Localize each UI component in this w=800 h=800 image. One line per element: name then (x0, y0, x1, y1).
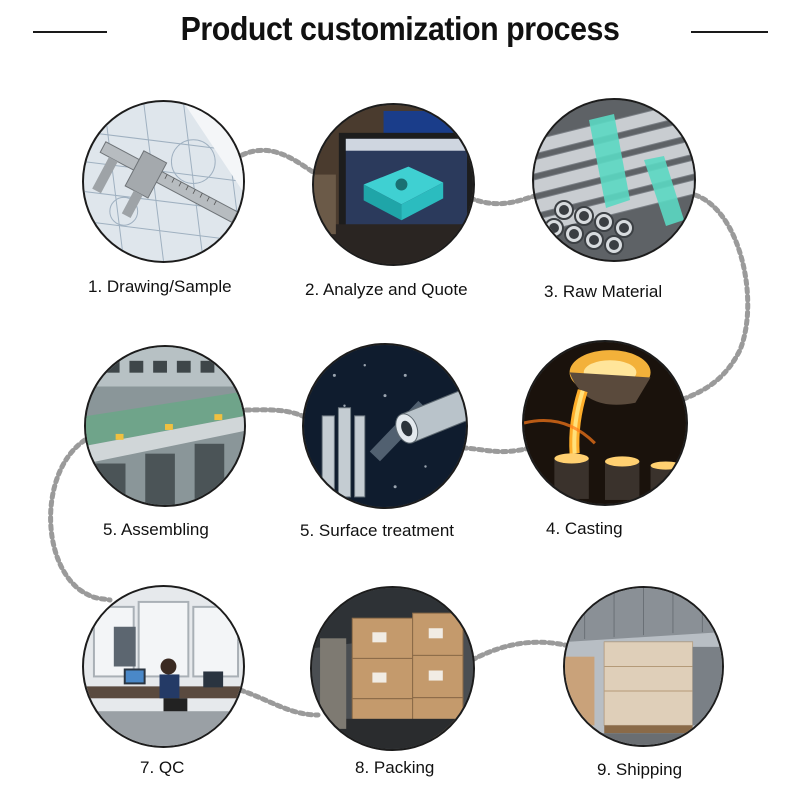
step-label: 5. Surface treatment (300, 521, 455, 540)
page-title: Product customization process (180, 10, 620, 47)
step-label: 7. QC (140, 758, 185, 777)
machined-tube-icon (302, 343, 468, 509)
steel-tubes-icon (532, 98, 696, 262)
step-label: 9. Shipping (597, 760, 683, 779)
warehouse-boxes-icon (310, 586, 475, 751)
title-rule-left (33, 31, 107, 33)
inspection-office-icon (82, 585, 245, 748)
step-label: 3. Raw Material (544, 282, 663, 301)
cad-monitor-icon (312, 103, 475, 266)
molten-metal-icon (522, 340, 688, 506)
step-label: 4. Casting (546, 519, 623, 538)
assembly-line-icon (84, 345, 246, 507)
step-label: 5. Assembling (103, 520, 209, 539)
caliper-drawing-icon (82, 100, 245, 263)
title-rule-right (691, 31, 768, 33)
step-label: 2. Analyze and Quote (305, 280, 468, 299)
step-label: 1. Drawing/Sample (88, 277, 232, 296)
pallet-shipping-icon (563, 586, 724, 747)
step-label: 8. Packing (355, 758, 435, 777)
